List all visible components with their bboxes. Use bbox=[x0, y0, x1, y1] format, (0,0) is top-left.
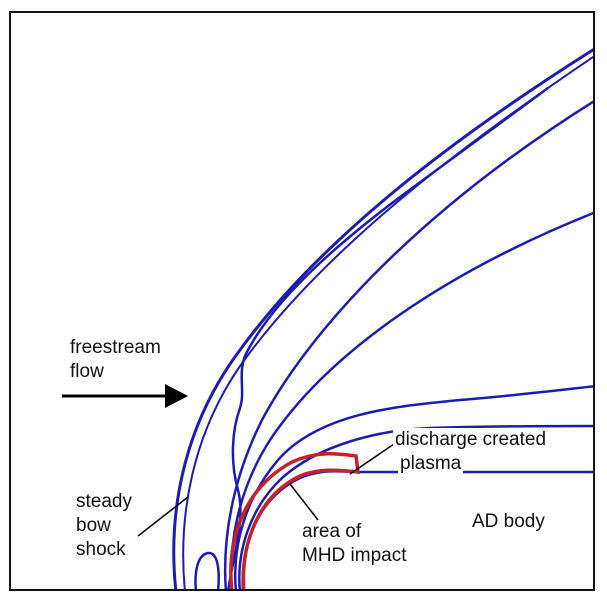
streamline-3 bbox=[234, 385, 593, 589]
label-freestream-line2: flow bbox=[70, 361, 104, 382]
freestream-arrow-head bbox=[165, 384, 188, 408]
label-ad-body: AD body bbox=[472, 511, 545, 532]
bow-shock-leader bbox=[137, 496, 189, 537]
vortex-loop bbox=[194, 551, 220, 589]
label-bow-line2: bow bbox=[76, 515, 111, 536]
bow-shock-outer bbox=[172, 48, 593, 589]
plasma-region bbox=[229, 451, 361, 589]
label-impact-line1: area of bbox=[302, 521, 362, 542]
plasma-leader bbox=[349, 443, 395, 475]
label-bow-line1: steady bbox=[76, 491, 132, 512]
label-discharge-line2: plasma bbox=[398, 452, 464, 476]
label-discharge-line1: discharge created bbox=[393, 428, 549, 452]
disturbance-line bbox=[227, 86, 549, 589]
diagram-frame bbox=[9, 11, 595, 591]
label-impact-line2: MHD impact bbox=[302, 545, 407, 566]
label-freestream-line1: freestream bbox=[70, 337, 161, 358]
streamline-1 bbox=[223, 100, 593, 589]
label-bow-line3: shock bbox=[76, 539, 126, 560]
streamline-4 bbox=[238, 424, 593, 589]
streamline-2 bbox=[229, 211, 593, 589]
impact-leader bbox=[289, 483, 319, 521]
